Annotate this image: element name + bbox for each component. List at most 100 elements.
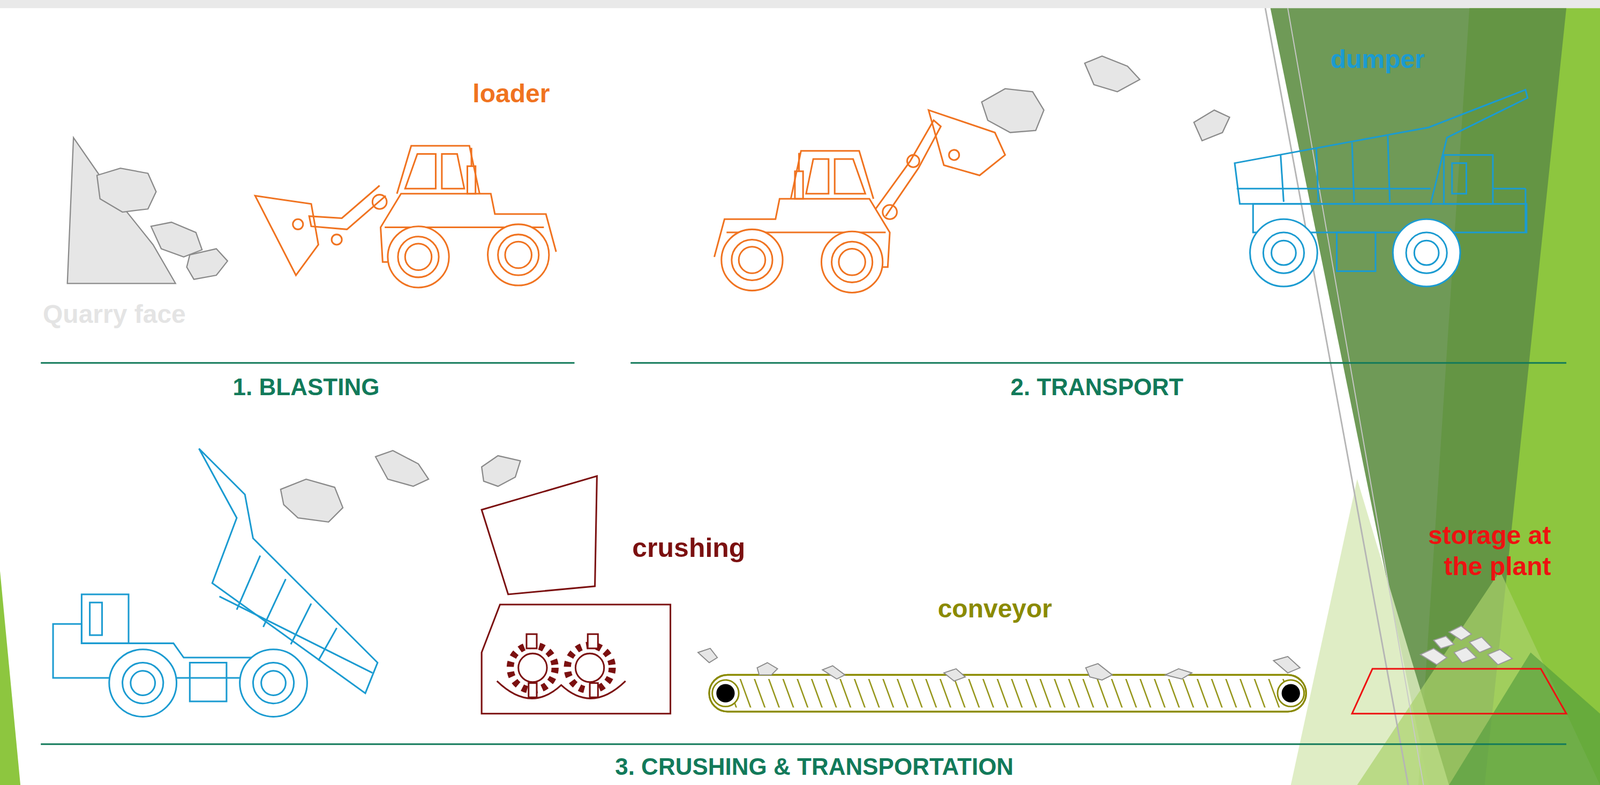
dumper-truck <box>1444 154 1493 204</box>
dumper-truck <box>1414 240 1439 266</box>
dumper-truck <box>263 579 286 627</box>
dumper-truck <box>189 663 227 702</box>
process-label: storage at the plant <box>1390 520 1552 582</box>
crusher <box>526 634 537 649</box>
section-rule <box>630 362 1567 364</box>
storage-pile <box>1454 647 1477 664</box>
rock <box>1084 56 1140 93</box>
storage-pile <box>1420 648 1448 665</box>
dumper-truck <box>53 448 378 718</box>
rock <box>697 648 718 664</box>
rock <box>1165 669 1192 680</box>
loader-body <box>838 249 866 276</box>
loader-body <box>721 229 783 291</box>
loader-body <box>380 145 557 288</box>
dumper-truck <box>122 663 164 704</box>
crusher <box>589 683 598 698</box>
loader-arm <box>882 205 898 220</box>
loader-arm <box>907 154 920 168</box>
place-label: Quarry face <box>42 298 186 330</box>
loader-body <box>790 151 874 199</box>
rock <box>280 479 343 523</box>
section-rule <box>40 362 575 364</box>
loader-body <box>834 159 866 194</box>
dumper-truck <box>1250 219 1318 287</box>
conveyor-belt <box>1277 680 1305 708</box>
process-label: conveyor <box>937 593 1053 625</box>
loader-arm <box>293 219 304 230</box>
loader-arm <box>254 185 387 276</box>
section-rule <box>40 363 1567 745</box>
dumper-truck <box>1452 163 1467 194</box>
quarry-face <box>151 222 202 258</box>
dumper-truck <box>1280 154 1284 202</box>
conveyor-belt <box>712 680 740 708</box>
conveyor-belt <box>709 674 1306 712</box>
dumper-truck <box>1234 89 1528 205</box>
rock <box>822 665 845 680</box>
storage-pile <box>1448 626 1472 641</box>
conveyor-belt <box>709 674 1306 712</box>
dumper-truck <box>1492 188 1526 190</box>
crusher <box>528 683 537 698</box>
quarry-face <box>67 137 176 284</box>
quarry-face <box>186 249 228 280</box>
conveyor-belt <box>716 684 735 703</box>
rock <box>1193 110 1230 141</box>
section-heading: 2. TRANSPORT <box>1010 373 1184 402</box>
dumper-truck <box>1236 188 1431 190</box>
conveyor-belt <box>709 674 1306 712</box>
storage-pile <box>1351 626 1567 715</box>
rock <box>375 451 429 487</box>
rock <box>280 451 521 523</box>
dumper-truck <box>1263 232 1304 274</box>
loader-body <box>794 171 803 199</box>
dumper-truck <box>239 649 308 718</box>
rock <box>756 663 778 676</box>
vehicle-label: dumper <box>1330 43 1425 75</box>
rock <box>697 648 1301 682</box>
loader-body <box>831 241 873 283</box>
section-rule <box>40 743 1567 746</box>
storage-pile <box>1420 626 1513 665</box>
storage-pile <box>1351 669 1567 715</box>
dumper-truck <box>236 556 261 611</box>
loader-arm <box>875 110 1005 220</box>
process-label: crushing <box>632 531 746 565</box>
crusher <box>587 634 598 649</box>
loader-body <box>821 231 883 293</box>
vehicle-label: loader <box>472 78 550 110</box>
loader-body <box>738 246 766 274</box>
crusher <box>518 653 547 682</box>
dumper-truck <box>89 602 103 636</box>
rock <box>1273 656 1301 673</box>
rock <box>981 56 1230 141</box>
crusher <box>481 604 671 715</box>
top-bar <box>0 0 1600 9</box>
dumper-truck <box>1406 232 1447 274</box>
dumper-truck <box>81 594 129 644</box>
crusher <box>481 476 671 715</box>
quarry-face <box>67 137 228 284</box>
loader-body <box>798 153 800 172</box>
section-heading: 3. CRUSHING & TRANSPORTATION <box>614 753 1014 782</box>
loader-body <box>714 151 890 294</box>
loader-arm <box>875 120 941 217</box>
green-decoration <box>1270 8 1567 785</box>
loader-body <box>806 159 829 194</box>
section-heading: 1. BLASTING <box>233 373 380 402</box>
dumper-truck <box>261 671 287 696</box>
conveyor-belt <box>1281 684 1301 703</box>
loader-arm <box>949 149 960 161</box>
dumper-truck <box>290 603 312 645</box>
dumper-truck <box>1316 148 1319 202</box>
loader-arm <box>372 194 387 210</box>
crusher <box>481 476 597 595</box>
green-decoration <box>1448 652 1600 785</box>
loader-arm <box>331 234 342 245</box>
dumper-truck <box>1387 135 1391 202</box>
storage-pile <box>1487 649 1513 666</box>
dumper-truck <box>1524 188 1527 233</box>
dumper-truck <box>318 628 337 661</box>
dumper-truck <box>1392 219 1461 287</box>
